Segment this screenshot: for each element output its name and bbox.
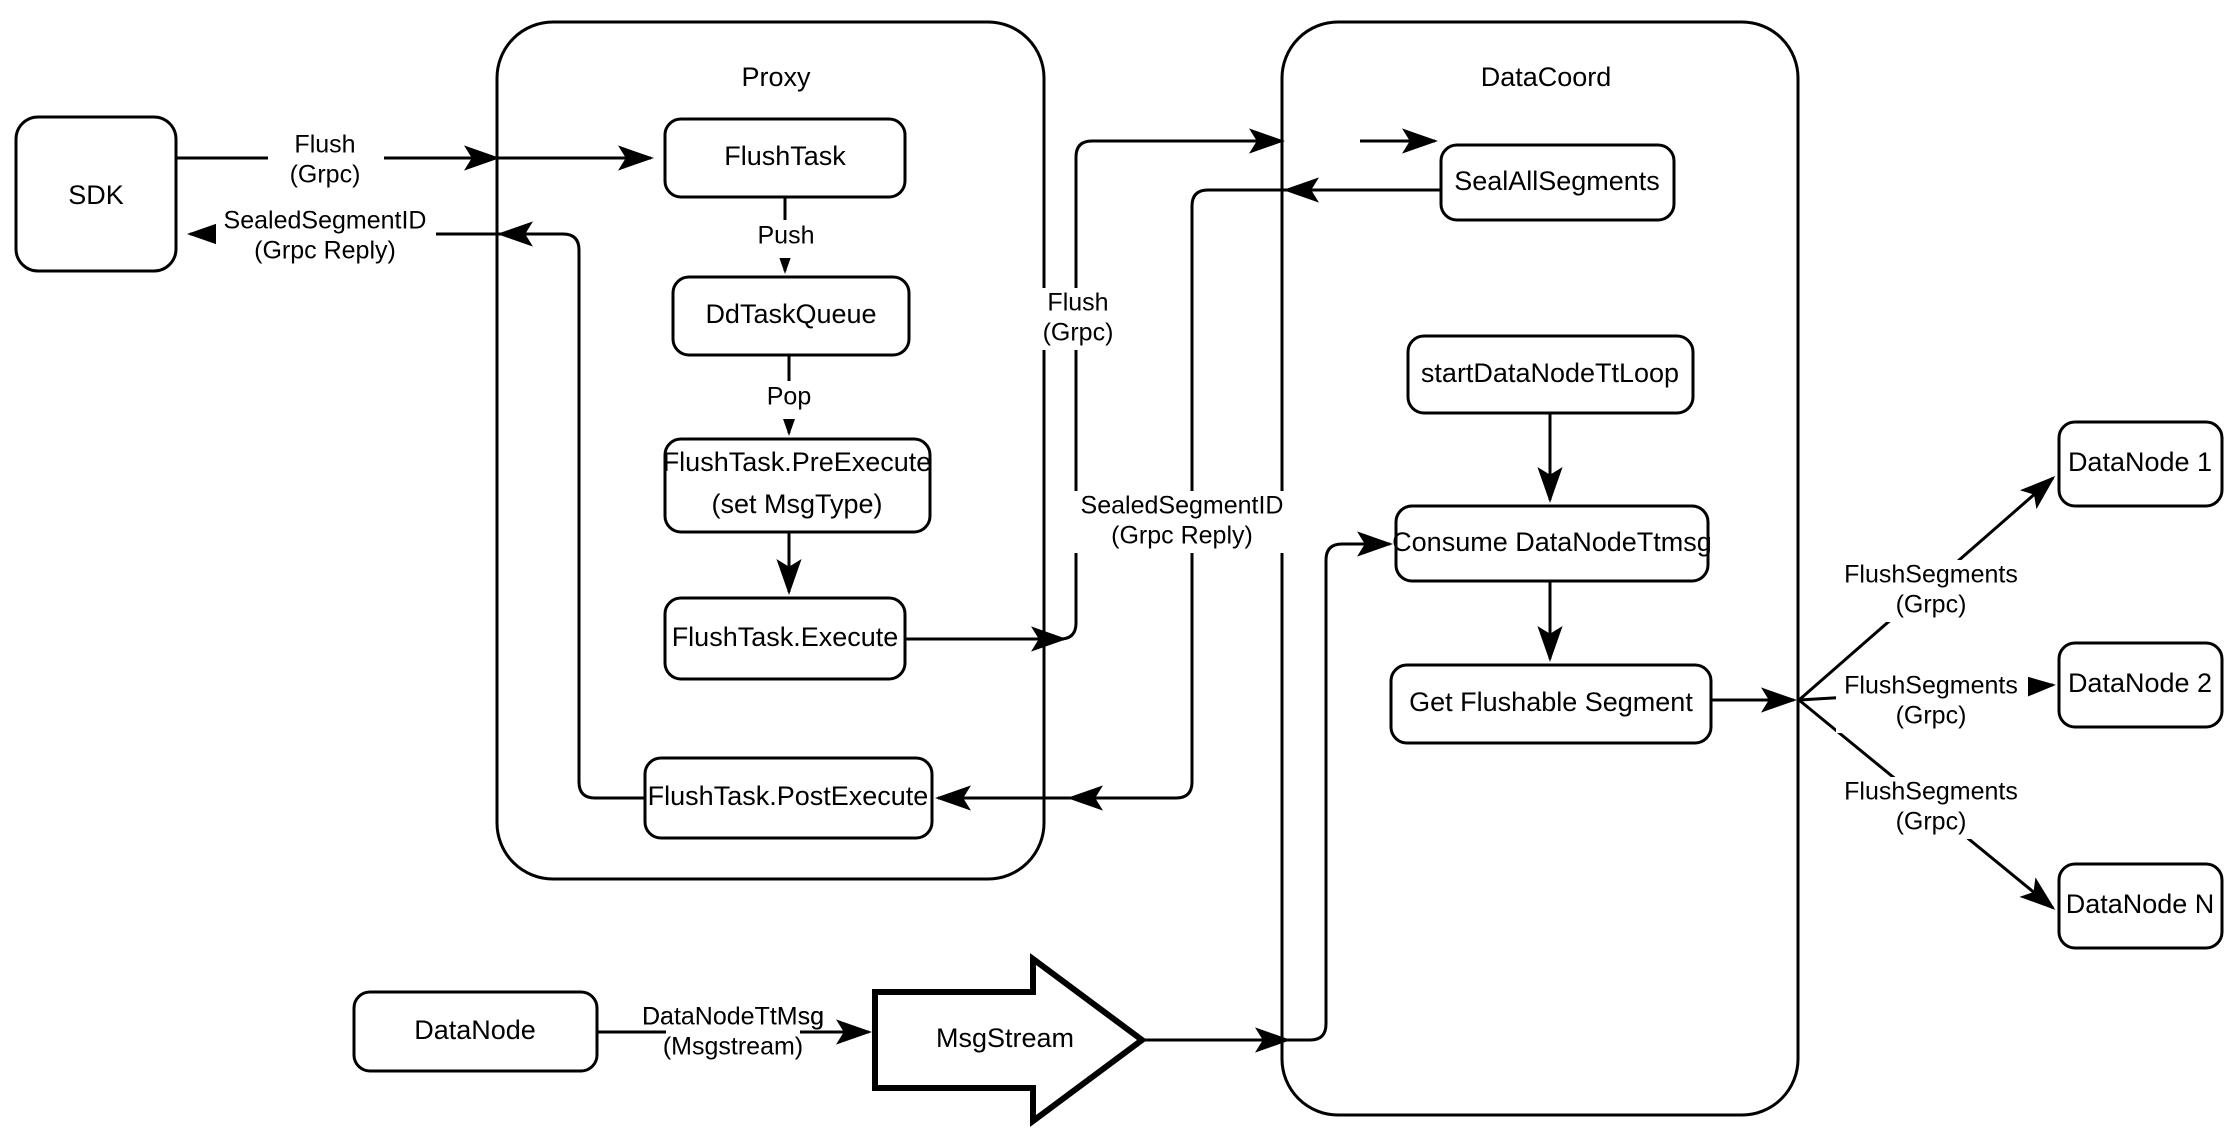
node-ddtaskqueue-label: DdTaskQueue xyxy=(705,299,876,329)
node-flushtask-postexecute-label: FlushTask.PostExecute xyxy=(648,781,929,811)
edge-label-datanodettmsg-line1-top: DataNodeTtMsg xyxy=(642,1003,824,1031)
node-ddtaskqueue[interactable] xyxy=(671,275,911,357)
node-flushtask-preexecute-label-line1: FlushTask.PreExecute xyxy=(663,447,932,477)
node-datanode-1-label: DataNode 1 xyxy=(2068,447,2212,477)
node-datanode-2[interactable] xyxy=(2057,641,2224,729)
edge-postexecute-to-sdk xyxy=(187,221,645,800)
container-datacoord xyxy=(1280,20,1800,1117)
edge-label-datacoord-to-proxy-line2-top: (Grpc Reply) xyxy=(1111,522,1253,550)
edge-label-datanodettmsg-line2-top: (Msgstream) xyxy=(663,1033,803,1061)
label-mask-2 xyxy=(1069,491,1297,553)
label-mask-1 xyxy=(1038,288,1120,350)
edge-label-datacoord-to-proxy-line1-top: SealedSegmentID xyxy=(1081,492,1284,520)
node-datanode-n[interactable] xyxy=(2057,862,2224,950)
edge-label-flushsegments-1-line2-top: (Grpc) xyxy=(1896,591,1967,619)
edge-label-flush-grpc-line2-top: (Grpc) xyxy=(290,161,361,189)
container-datacoord-label: DataCoord xyxy=(1481,62,1612,92)
edge-label-proxy-to-datacoord-flush-line1-top: Flush xyxy=(1047,289,1108,317)
node-datanode-2-label: DataNode 2 xyxy=(2068,668,2212,698)
node-msgstream-label: MsgStream xyxy=(936,1023,1074,1053)
edge-label-push-top: Push xyxy=(758,222,815,250)
label-mask-8 xyxy=(216,206,436,268)
label-mask-3 xyxy=(1836,560,2028,622)
container-proxy xyxy=(495,20,1046,881)
node-flushtask-label: FlushTask xyxy=(724,141,846,171)
edge-label-sealedsegmentid-reply-line2-top: (Grpc Reply) xyxy=(254,237,396,265)
edge-label-flushsegments-n-line2-top: (Grpc) xyxy=(1896,808,1967,836)
container-proxy-label: Proxy xyxy=(741,62,811,92)
node-datanode-source-label: DataNode xyxy=(414,1015,536,1045)
edge-label-sealedsegmentid-reply-line1-top: SealedSegmentID xyxy=(224,207,427,235)
node-get-flushable-segment[interactable] xyxy=(1389,663,1713,745)
node-sdk-label: SDK xyxy=(68,180,124,210)
node-startdatanodettloop-label: startDataNodeTtLoop xyxy=(1421,358,1679,388)
edge-label-flushsegments-n-line1-top: FlushSegments xyxy=(1844,778,2018,806)
edge-msgstream-to-consume xyxy=(1142,531,1393,1042)
node-datanode-1[interactable] xyxy=(2057,420,2224,508)
node-sealallsegments[interactable] xyxy=(1439,143,1676,222)
node-flushtask-preexecute[interactable] xyxy=(663,437,932,534)
edge-label-flush-grpc-line1-top: Flush xyxy=(294,131,355,159)
node-get-flushable-segment-label: Get Flushable Segment xyxy=(1409,687,1693,717)
node-consume-datanodettmsg[interactable] xyxy=(1394,504,1710,583)
node-sealallsegments-label: SealAllSegments xyxy=(1454,166,1660,196)
edge-execute-to-sealallsegments xyxy=(905,128,1285,641)
label-mask-4 xyxy=(1836,671,2028,733)
label-mask-9 xyxy=(750,220,824,258)
node-flushtask-preexecute-label-line2: (set MsgType) xyxy=(711,489,882,519)
edge-label-flushsegments-2-line1-top: FlushSegments xyxy=(1844,672,2018,700)
label-mask-7 xyxy=(268,130,384,192)
edge-label-proxy-to-datacoord-flush-line2-top: (Grpc) xyxy=(1043,319,1114,347)
label-mask-5 xyxy=(1836,777,2028,839)
label-mask-6 xyxy=(666,1002,800,1064)
edge-label-flushsegments-1-line1-top: FlushSegments xyxy=(1844,561,2018,589)
node-datanode-n-label: DataNode N xyxy=(2066,889,2215,919)
edge-label-pop-top: Pop xyxy=(767,383,811,411)
edge-label-flushsegments-2-line2-top: (Grpc) xyxy=(1896,702,1967,730)
label-mask-10 xyxy=(756,381,824,419)
node-sdk[interactable] xyxy=(14,115,178,273)
node-consume-datanodettmsg-label: Consume DataNodeTtmsg xyxy=(1392,527,1712,557)
node-flushtask-execute-label: FlushTask.Execute xyxy=(672,622,899,652)
